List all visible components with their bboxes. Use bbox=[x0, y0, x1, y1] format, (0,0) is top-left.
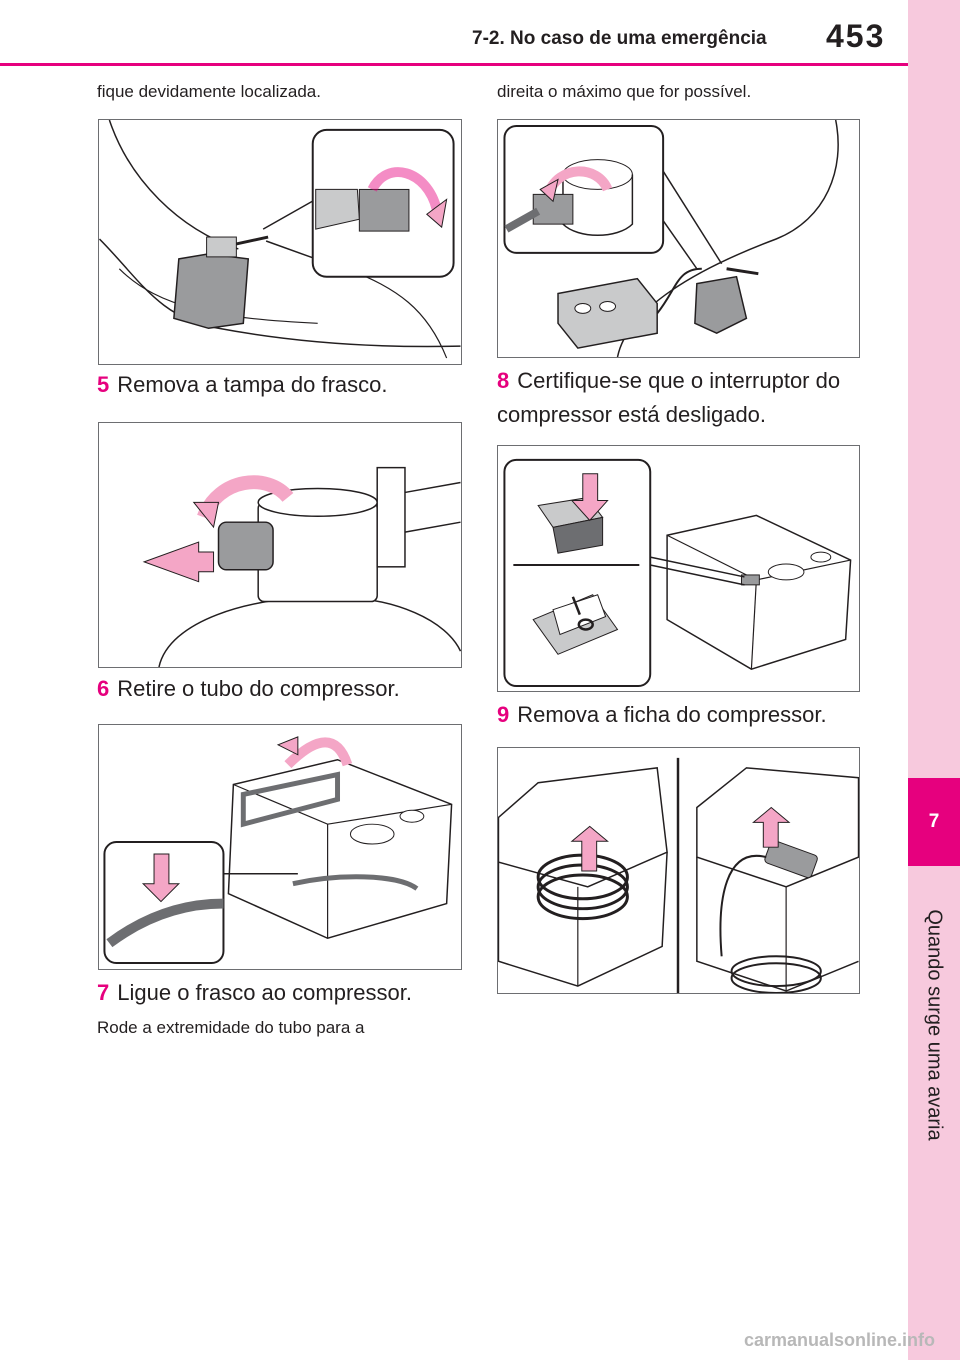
section-title: 7-2. No caso de uma emergência bbox=[472, 28, 767, 49]
header-divider bbox=[0, 63, 908, 66]
step-text: Retire o tubo do compressor. bbox=[117, 676, 400, 701]
step-text: Remova a ficha do compressor. bbox=[517, 702, 827, 727]
step-number: 6 bbox=[97, 676, 110, 701]
footer-watermark: carmanualsonline.info bbox=[744, 1330, 936, 1350]
left-intro-text: fique devidamente localizada. bbox=[97, 82, 321, 101]
step-number: 5 bbox=[97, 372, 110, 397]
right-intro-text: direita o máximo que for possível. bbox=[497, 82, 752, 101]
chapter-title: Quando surge uma avaria bbox=[923, 909, 946, 1141]
illustration-bottle-valve bbox=[98, 119, 462, 365]
step-number: 7 bbox=[97, 980, 110, 1005]
step-text: Certifique-se que o interruptor do compr… bbox=[497, 368, 841, 427]
step-5: 5 Remova a tampa do frasco. bbox=[97, 368, 388, 402]
chapter-number-badge: 7 bbox=[908, 778, 960, 866]
step-9: 9 Remova a ficha do compressor. bbox=[497, 698, 827, 732]
step-number: 8 bbox=[497, 368, 510, 393]
step-text: Ligue o frasco ao compressor. bbox=[117, 980, 412, 1005]
illustration-remove-cap bbox=[98, 422, 462, 668]
illustration-unwind-hose bbox=[98, 724, 462, 970]
step-7: 7 Ligue o frasco ao compressor. bbox=[97, 976, 412, 1010]
chapter-side-tab bbox=[908, 0, 960, 1360]
left-note-text: Rode a extremidade do tubo para a bbox=[97, 1018, 365, 1037]
step-number: 9 bbox=[497, 702, 510, 727]
step-text: Remova a tampa do frasco. bbox=[117, 372, 388, 397]
step-6: 6 Retire o tubo do compressor. bbox=[97, 672, 400, 706]
illustration-remove-plug bbox=[497, 747, 860, 994]
illustration-connect-bottle bbox=[497, 119, 860, 358]
page-number: 453 bbox=[826, 18, 886, 54]
illustration-compressor-switch bbox=[497, 445, 860, 692]
